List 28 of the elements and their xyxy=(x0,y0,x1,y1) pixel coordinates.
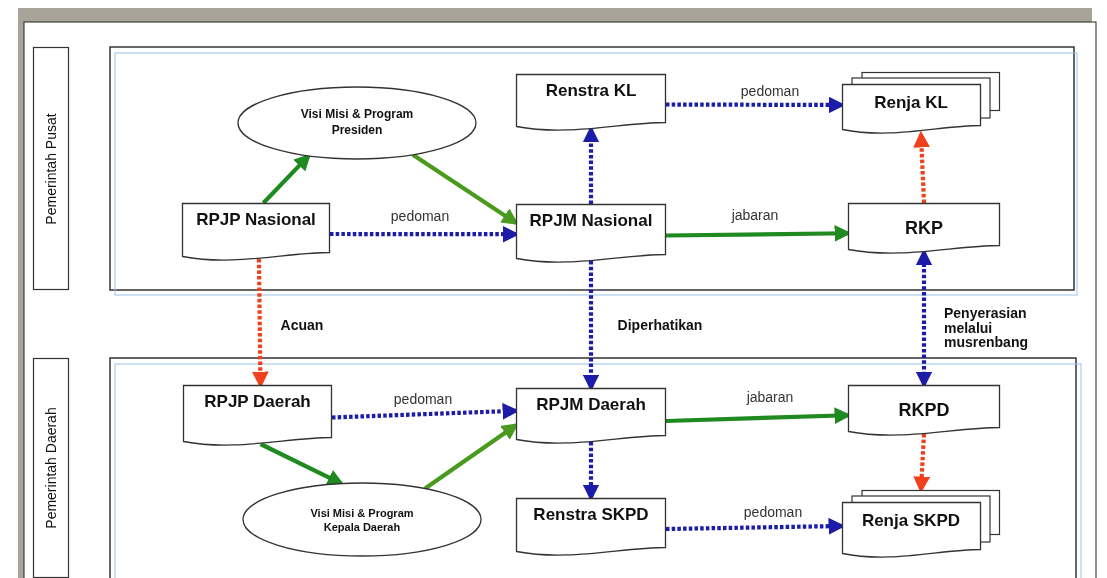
node-label: RPJM Nasional xyxy=(528,212,654,230)
edge-label: pedoman xyxy=(388,209,452,225)
node-label: Pemerintah Pusat xyxy=(43,112,59,225)
arrow xyxy=(261,153,311,205)
arrow xyxy=(913,130,930,204)
arrow xyxy=(259,442,345,486)
node-label: RKP xyxy=(904,219,944,238)
node-label: Visi Misi & Program Kepala Daerah xyxy=(309,505,415,534)
edge-label: jabaran xyxy=(729,208,781,224)
ellipse-node xyxy=(237,86,477,160)
edge-label: jabaran xyxy=(744,390,796,406)
edge-label: pedoman xyxy=(391,392,455,408)
node-label: Renstra SKPD xyxy=(532,506,650,524)
lane-label-box xyxy=(33,358,69,578)
node-label: Renja KL xyxy=(873,94,949,112)
edge-label: Diperhatikan xyxy=(615,318,705,334)
lane-label-box xyxy=(33,47,69,290)
node-label: Renja SKPD xyxy=(860,512,962,530)
ellipse-node xyxy=(242,482,482,557)
node-label: RPJP Nasional xyxy=(195,211,317,229)
node-label: Pemerintah Daerah xyxy=(43,407,59,529)
node-label: RPJP Daerah xyxy=(203,393,312,411)
node-label: Renstra KL xyxy=(544,82,638,100)
node-label: RKPD xyxy=(897,401,951,420)
node-label: RPJM Daerah xyxy=(535,396,647,414)
node-label: Visi Misi & Program Presiden xyxy=(299,107,415,139)
edge-label: pedoman xyxy=(738,84,802,100)
edge-label: pedoman xyxy=(741,505,805,521)
